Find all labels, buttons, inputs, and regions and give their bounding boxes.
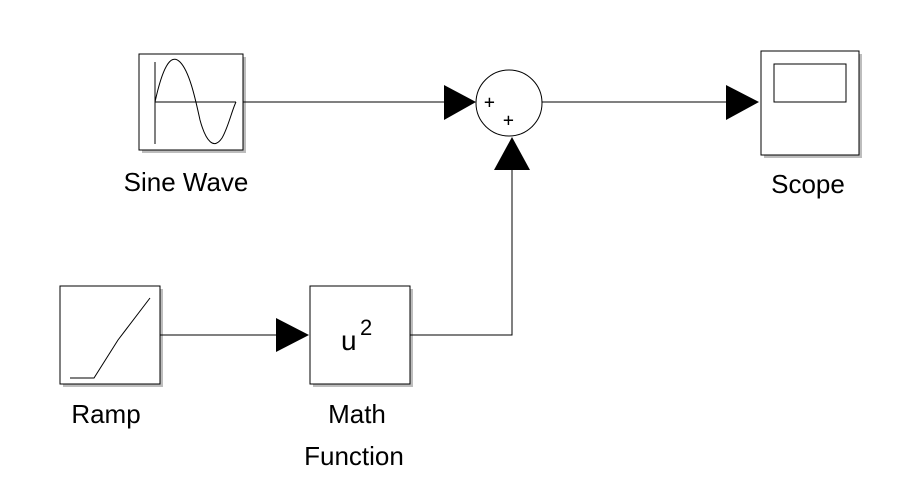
sum-sign-1: + [484, 92, 495, 113]
math-function-expression-base: u [341, 325, 357, 356]
math-function-block[interactable]: u 2 [309, 285, 413, 387]
signal-sum-to-scope[interactable] [542, 85, 759, 120]
math-function-label-line-1: Math [328, 399, 386, 429]
signal-ramp-to-math-function[interactable] [160, 318, 309, 352]
ramp-icon [70, 297, 151, 379]
sine-wave-icon [154, 58, 237, 144]
math-function-label-line-2: Function [304, 441, 404, 471]
scope-label: Scope [771, 169, 845, 199]
sine-wave-block[interactable] [138, 53, 246, 153]
math-function-expression-exponent: 2 [360, 315, 372, 340]
signal-math-function-to-sum[interactable] [410, 137, 530, 336]
sum-block[interactable]: + + [475, 69, 543, 137]
ramp-label: Ramp [71, 399, 140, 429]
scope-screen-icon [773, 63, 847, 103]
ramp-block[interactable] [59, 285, 163, 387]
signal-sine-to-sum[interactable] [243, 85, 476, 120]
scope-block[interactable] [760, 50, 862, 158]
sine-wave-label: Sine Wave [124, 167, 249, 197]
sum-sign-2: + [503, 110, 514, 131]
